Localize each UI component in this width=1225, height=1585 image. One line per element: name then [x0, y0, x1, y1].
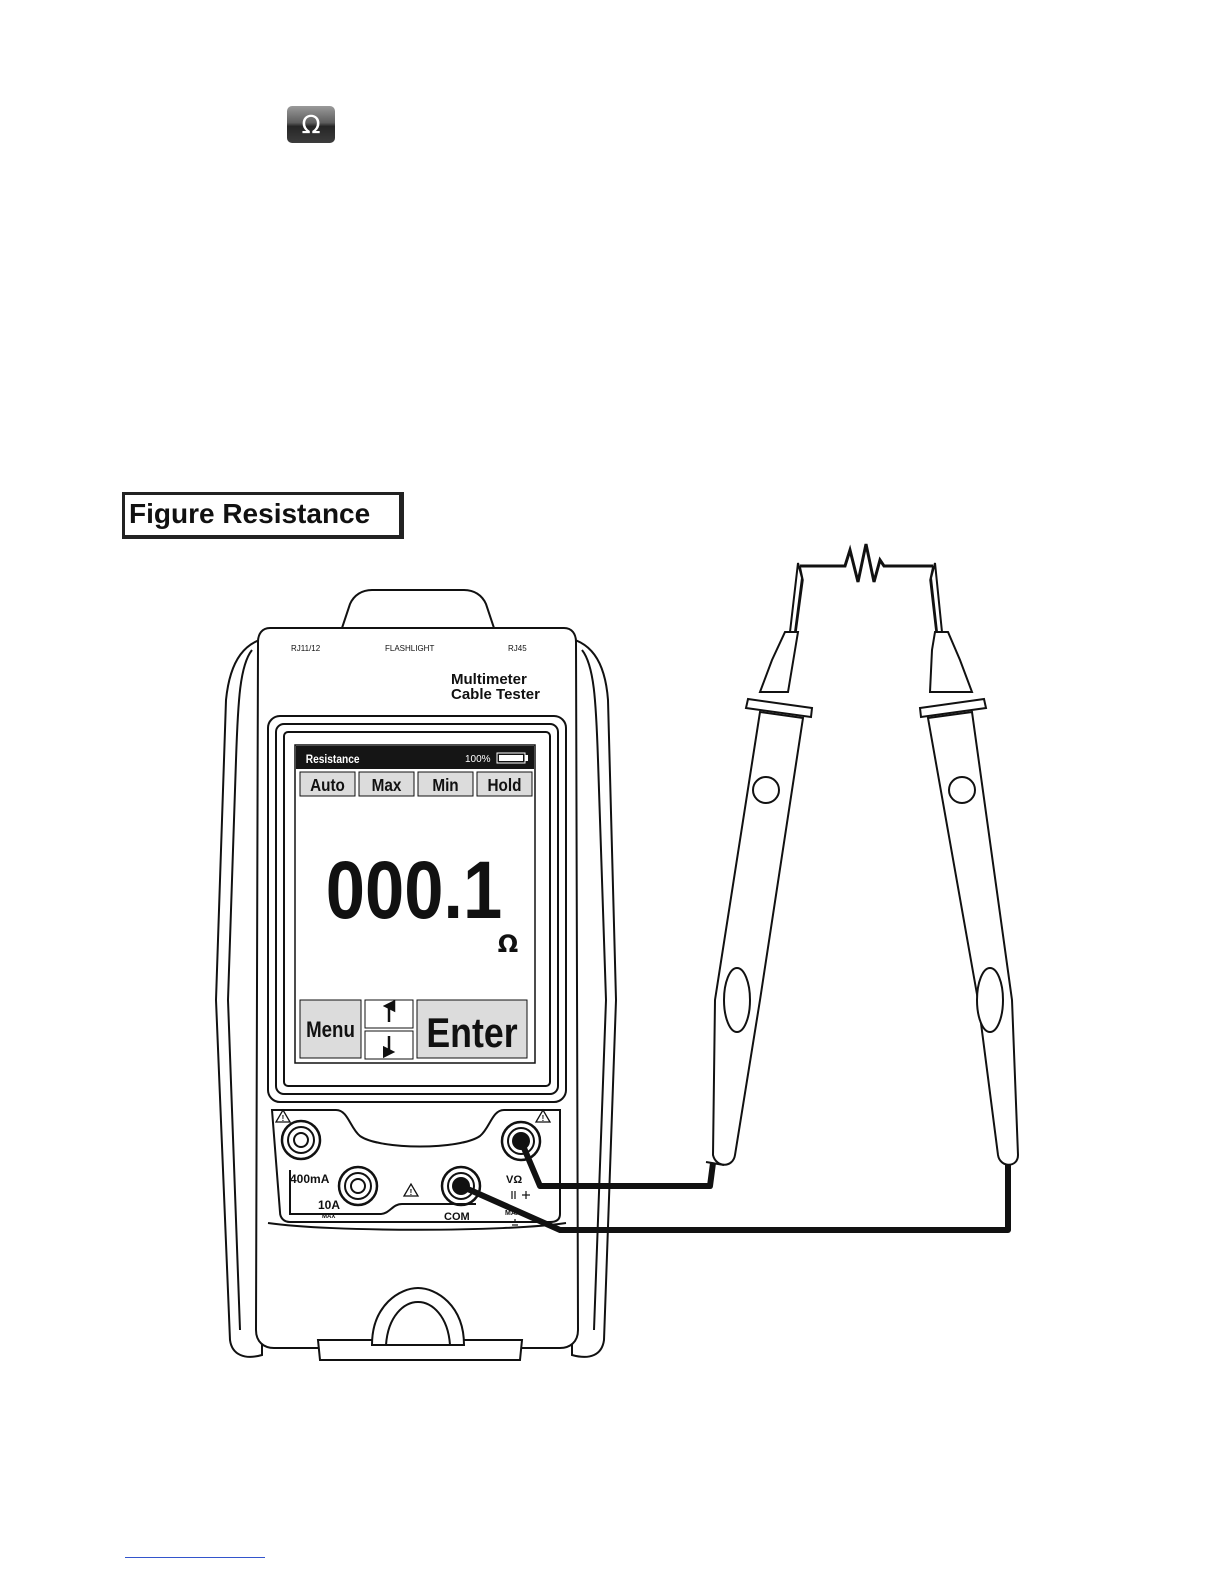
svg-text:Hold: Hold	[488, 775, 522, 795]
svg-text:Min: Min	[432, 775, 458, 795]
soft-key-hold[interactable]: Hold	[477, 772, 532, 796]
unit-symbol: Ω	[498, 930, 518, 958]
brand-line-2: Cable Tester	[451, 686, 540, 703]
soft-key-max[interactable]: Max	[359, 772, 414, 796]
port-label-rj11: RJ11/12	[291, 644, 321, 653]
svg-text:Max: Max	[372, 775, 402, 795]
screen-mode-label: Resistance	[306, 753, 360, 766]
svg-text:!: !	[282, 1114, 285, 1123]
up-button[interactable]	[365, 1000, 413, 1028]
test-probe-right	[920, 563, 1018, 1165]
svg-text:!: !	[410, 1188, 413, 1197]
battery-icon	[497, 753, 528, 763]
battery-percent: 100%	[465, 754, 491, 765]
port-label-flashlight: FLASHLIGHT	[385, 644, 434, 653]
down-button[interactable]	[365, 1031, 413, 1059]
menu-button[interactable]: Menu	[300, 1000, 361, 1058]
enter-button[interactable]: Enter	[417, 1000, 527, 1058]
label-10a: 10A	[318, 1198, 340, 1212]
test-probe-left	[706, 563, 812, 1165]
soft-key-auto[interactable]: Auto	[300, 772, 355, 796]
main-reading: 000.1	[326, 845, 502, 936]
label-400ma: 400mA	[290, 1172, 330, 1186]
svg-text:Auto: Auto	[310, 775, 345, 795]
footer-link-rule	[125, 1557, 265, 1558]
svg-text:Enter: Enter	[426, 1010, 517, 1056]
flashlight-cap	[342, 590, 494, 628]
label-vohm: VΩ	[506, 1174, 522, 1186]
label-10a-max: MAX	[322, 1214, 335, 1220]
label-com: COM	[444, 1211, 470, 1223]
resistor-symbol	[800, 544, 933, 582]
svg-text:!: !	[542, 1114, 545, 1123]
port-label-rj45: RJ45	[508, 644, 527, 653]
lcd-screen: Resistance 100% Auto Max Min Hold 000.1 …	[295, 745, 535, 1063]
svg-text:Menu: Menu	[306, 1019, 355, 1043]
soft-key-min[interactable]: Min	[418, 772, 473, 796]
